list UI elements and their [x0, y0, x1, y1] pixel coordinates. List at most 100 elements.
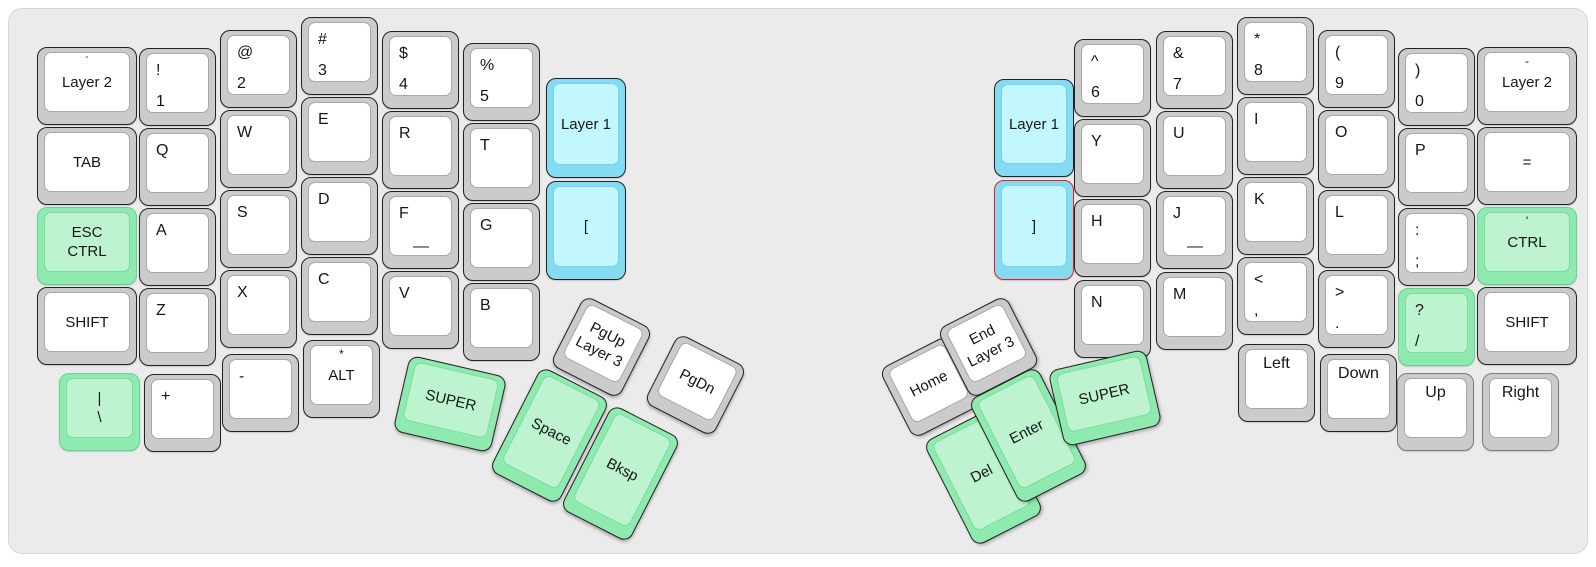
key-j[interactable]: J: [1156, 191, 1233, 269]
key-minus[interactable]: -: [222, 354, 299, 432]
key-label: .: [1335, 315, 1340, 332]
key-equals[interactable]: =: [1477, 127, 1577, 205]
key-x[interactable]: X: [220, 270, 297, 348]
keycap-top: [: [553, 186, 619, 267]
key-grave-layer2[interactable]: Layer 2`: [37, 47, 137, 125]
key-k[interactable]: K: [1237, 177, 1314, 255]
key-paren-9[interactable]: (9: [1318, 30, 1395, 108]
key-label: Down: [1338, 365, 1379, 382]
key-b[interactable]: B: [463, 283, 540, 361]
keycap-top: ?/: [1405, 293, 1468, 353]
key-q[interactable]: Q: [139, 128, 216, 206]
key-lbracket[interactable]: [: [546, 181, 626, 280]
key-a[interactable]: A: [139, 208, 216, 286]
key-label: K: [1254, 191, 1265, 208]
keycap-top: P: [1405, 133, 1468, 193]
key-label: W: [237, 124, 253, 141]
key-o[interactable]: O: [1318, 110, 1395, 188]
key-w[interactable]: W: [220, 110, 297, 188]
key-layer1-right[interactable]: Layer 1: [994, 79, 1074, 177]
key-amp-7[interactable]: &7: [1156, 31, 1233, 109]
key-t[interactable]: T: [463, 123, 540, 201]
keycap-top: +: [151, 379, 214, 439]
key-right-arrow[interactable]: Right: [1482, 373, 1559, 451]
key-question-slash[interactable]: ?/: [1398, 288, 1475, 366]
key-label: T: [480, 137, 490, 154]
key-l[interactable]: L: [1318, 190, 1395, 268]
key-label: 1: [156, 93, 165, 110]
key-g[interactable]: G: [463, 203, 540, 281]
key-label: I: [1254, 111, 1259, 128]
key-label: ]: [1031, 217, 1037, 235]
key-f[interactable]: F: [382, 191, 459, 269]
key-h[interactable]: H: [1074, 199, 1151, 277]
key-label: /: [1415, 333, 1420, 350]
key-colon-semicolon[interactable]: :;: [1398, 208, 1475, 286]
keycap-top: Layer 2-: [1484, 52, 1570, 112]
key-star-8[interactable]: *8: [1237, 17, 1314, 95]
keycap-top: Layer 2`: [44, 52, 130, 112]
key-caret-6[interactable]: ^6: [1074, 39, 1151, 117]
key-exclam-1[interactable]: !1: [139, 48, 216, 126]
key-r[interactable]: R: [382, 111, 459, 189]
key-plus[interactable]: +: [144, 374, 221, 452]
key-n[interactable]: N: [1074, 280, 1151, 358]
key-s[interactable]: S: [220, 190, 297, 268]
key-apostrophe-ctrl[interactable]: CTRL': [1477, 207, 1577, 285]
keycap-top: Left: [1245, 349, 1308, 409]
key-label: PgDn: [676, 365, 718, 398]
key-label: =: [1522, 153, 1532, 171]
key-label: J: [1173, 205, 1181, 222]
key-label: G: [480, 217, 493, 234]
key-hint-label: `: [85, 54, 89, 68]
key-minus-layer2[interactable]: Layer 2-: [1477, 47, 1577, 125]
key-label: 9: [1335, 75, 1344, 92]
key-star-alt[interactable]: ALT*: [303, 340, 380, 418]
keycap-top: (9: [1325, 35, 1388, 95]
key-label: ?: [1415, 302, 1424, 319]
key-gt-period[interactable]: >.: [1318, 270, 1395, 348]
key-lt-comma[interactable]: <,: [1237, 257, 1314, 335]
key-d[interactable]: D: [301, 177, 378, 255]
key-layer1-left[interactable]: Layer 1: [546, 78, 626, 178]
key-e[interactable]: E: [301, 97, 378, 175]
key-z[interactable]: Z: [139, 288, 216, 366]
key-up-arrow[interactable]: Up: [1397, 373, 1474, 451]
key-rbracket[interactable]: ]: [994, 180, 1074, 280]
key-c[interactable]: C: [301, 257, 378, 335]
key-m[interactable]: M: [1156, 272, 1233, 350]
keycap-top: U: [1163, 116, 1226, 176]
key-at-2[interactable]: @2: [220, 30, 297, 108]
key-label: Z: [156, 302, 166, 319]
keycap-top: %5: [470, 48, 533, 108]
key-label: #: [318, 31, 327, 48]
key-percent-5[interactable]: %5: [463, 43, 540, 121]
key-hash-3[interactable]: #3: [301, 17, 378, 95]
keycap-top: D: [308, 182, 371, 242]
keycap-top: Q: [146, 133, 209, 193]
key-label: 7: [1173, 76, 1182, 93]
keycap-top: Layer 1: [1001, 84, 1067, 164]
key-label: &: [1173, 45, 1184, 62]
key-label: |: [97, 390, 102, 407]
key-down-arrow[interactable]: Down: [1320, 354, 1397, 432]
key-shift-left[interactable]: SHIFT: [37, 287, 137, 365]
key-dollar-4[interactable]: $4: [382, 31, 459, 109]
key-label: 5: [480, 88, 489, 105]
key-shift-right[interactable]: SHIFT: [1477, 287, 1577, 365]
keycap-top: #3: [308, 22, 371, 82]
key-label: F: [399, 205, 409, 222]
keycap-top: TAB: [44, 132, 130, 192]
key-v[interactable]: V: [382, 271, 459, 349]
key-y[interactable]: Y: [1074, 119, 1151, 197]
key-pipe-backslash[interactable]: |\: [59, 373, 140, 451]
key-i[interactable]: I: [1237, 97, 1314, 175]
key-paren-0[interactable]: )0: [1398, 48, 1475, 126]
keycap-top: R: [389, 116, 452, 176]
key-u[interactable]: U: [1156, 111, 1233, 189]
keycap-top: E: [308, 102, 371, 162]
key-left-arrow[interactable]: Left: [1238, 344, 1315, 422]
key-tab[interactable]: TAB: [37, 127, 137, 205]
key-p[interactable]: P: [1398, 128, 1475, 206]
